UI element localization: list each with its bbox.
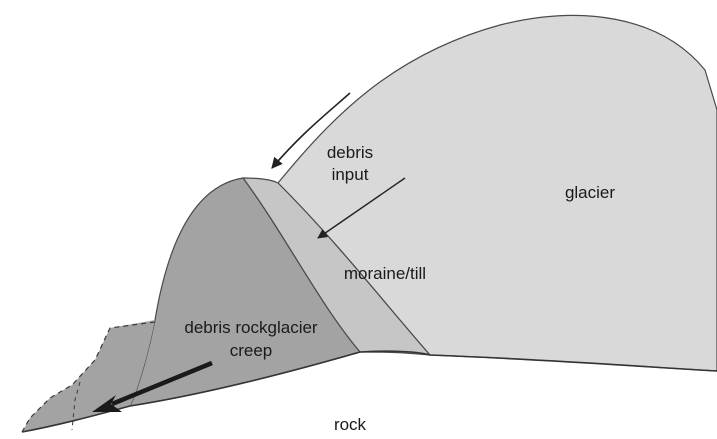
creep-arrow-shaft — [111, 360, 213, 407]
label-rock: rock — [334, 415, 367, 434]
label-rockglacier-line2: creep — [230, 341, 273, 360]
label-debris-input-line2: input — [332, 165, 369, 184]
previous-front-dashed-line — [21, 321, 156, 433]
creep-arrow-head — [92, 395, 122, 412]
glacier-flow-arrow — [271, 92, 351, 169]
rockglacier-front — [22, 320, 155, 432]
label-glacier: glacier — [565, 183, 615, 202]
label-debris-input-line1: debris — [327, 143, 373, 162]
debris-input-arrow — [317, 177, 406, 239]
label-moraine-till: moraine/till — [344, 264, 426, 283]
label-rockglacier-line1: debris rockglacier — [184, 318, 318, 337]
inner-dashed-line — [71, 381, 81, 431]
